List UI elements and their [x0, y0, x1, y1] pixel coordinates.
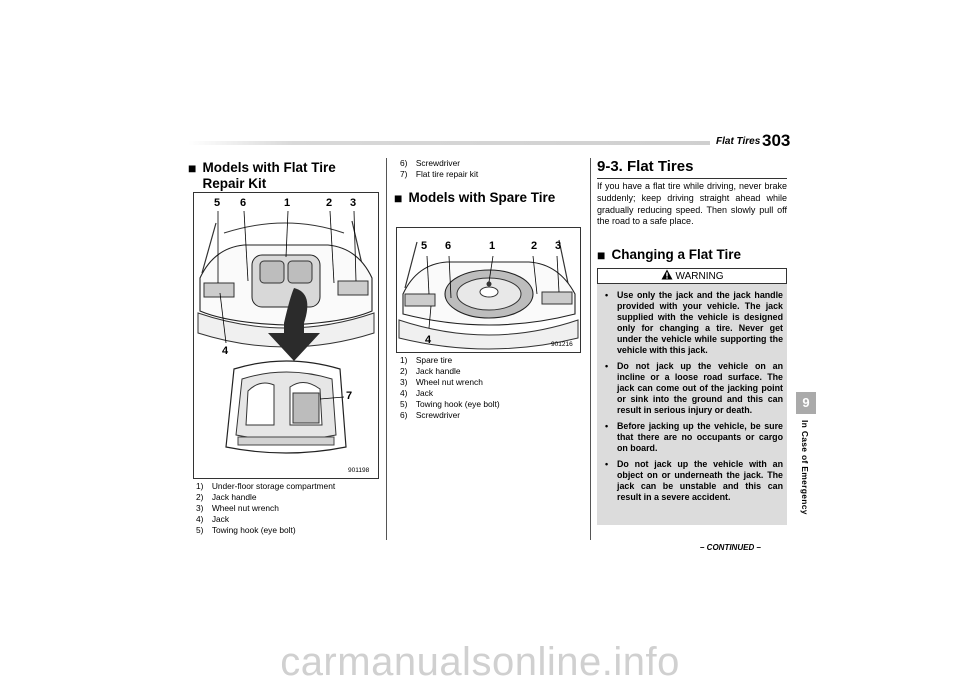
chapter-tab-label: In Case of Emergency — [800, 420, 810, 515]
caption-list-continued: 6) Screwdriver 7) Flat tire repair kit — [400, 158, 478, 180]
figure-id: 901216 — [551, 341, 573, 348]
callout-3: 3 — [350, 197, 357, 209]
column-divider-left — [386, 158, 387, 540]
list-item: 6) Screwdriver — [400, 410, 461, 421]
list-item: 2) Jack handle — [400, 366, 461, 377]
trunk-illustration-spare-tire — [398, 239, 579, 350]
warning-item: Use only the jack and the jack handle pr… — [605, 290, 783, 356]
figure-id: 901198 — [348, 467, 370, 474]
callout-2: 2 — [531, 240, 538, 252]
section-title-rule — [597, 178, 787, 179]
list-item: 5) Towing hook (eye bolt) — [400, 399, 500, 410]
warning-item: Before jacking up the vehicle, be sure t… — [605, 421, 783, 454]
page-number: 303 — [762, 131, 791, 150]
warning-list: Use only the jack and the jack handle pr… — [597, 284, 787, 503]
square-bullet-icon: ■ — [188, 160, 197, 176]
callout-3: 3 — [555, 240, 562, 252]
callout-1: 1 — [489, 240, 496, 252]
heading-flat-tire-repair-kit: ■ Models with Flat Tire Repair Kit — [188, 160, 336, 191]
list-item: 4) Jack — [400, 388, 434, 399]
warning-label: WARNING — [675, 271, 724, 282]
watermark: carmanualsonline.info — [280, 640, 680, 684]
section-title: 9-3. Flat Tires — [597, 158, 694, 175]
list-item: 7) Flat tire repair kit — [400, 169, 479, 180]
callout-4: 4 — [222, 345, 229, 357]
column-divider-right — [590, 158, 591, 540]
list-item: 4) Jack — [196, 514, 230, 525]
callout-2: 2 — [326, 197, 333, 209]
heading-changing-flat-tire: ■ Changing a Flat Tire — [597, 247, 741, 263]
trunk-illustration-repair-kit — [197, 210, 375, 454]
warning-box: WARNING Use only the jack and the jack h… — [597, 268, 787, 525]
callout-6: 6 — [240, 197, 247, 209]
list-item: 1) Under-floor storage compartment — [196, 481, 336, 491]
warning-item: Do not jack up the vehicle with an objec… — [605, 459, 783, 503]
square-bullet-icon: ■ — [597, 247, 606, 263]
figure-spare-tire: 5 6 1 2 3 4 901216 — [396, 227, 581, 353]
list-item: 5) Towing hook (eye bolt) — [196, 525, 296, 536]
list-item: 1) Spare tire — [400, 355, 453, 365]
square-bullet-icon: ■ — [394, 190, 403, 206]
figure-repair-kit: 5 6 1 2 3 4 7 901198 — [193, 192, 379, 479]
list-item: 3) Wheel nut wrench — [400, 377, 483, 388]
callout-6: 6 — [445, 240, 452, 252]
intro-paragraph: If you have a flat tire while driving, n… — [597, 181, 787, 227]
list-item: 2) Jack handle — [196, 492, 257, 503]
callout-5: 5 — [214, 197, 221, 209]
warning-item: Do not jack up the vehicle on an incline… — [605, 361, 783, 416]
list-item: 3) Wheel nut wrench — [196, 503, 279, 514]
callout-5: 5 — [421, 240, 428, 252]
list-item: 6) Screwdriver — [400, 158, 461, 168]
callout-1: 1 — [284, 197, 291, 209]
continued-note: – CONTINUED – — [700, 543, 761, 552]
header-rule — [188, 141, 710, 145]
running-header-title: Flat Tires — [716, 136, 761, 147]
chapter-tab-number: 9 — [796, 392, 816, 414]
caption-list-spare-tire: 1) Spare tire 2) Jack handle 3) Wheel nu… — [400, 355, 500, 422]
heading-spare-tire: ■ Models with Spare Tire — [394, 190, 556, 206]
warning-triangle-icon — [661, 269, 673, 280]
callout-7: 7 — [346, 390, 353, 402]
caption-list-repair-kit: 1) Under-floor storage compartment 2) Ja… — [196, 481, 335, 536]
warning-header: WARNING — [597, 268, 787, 284]
callout-4: 4 — [425, 334, 432, 346]
